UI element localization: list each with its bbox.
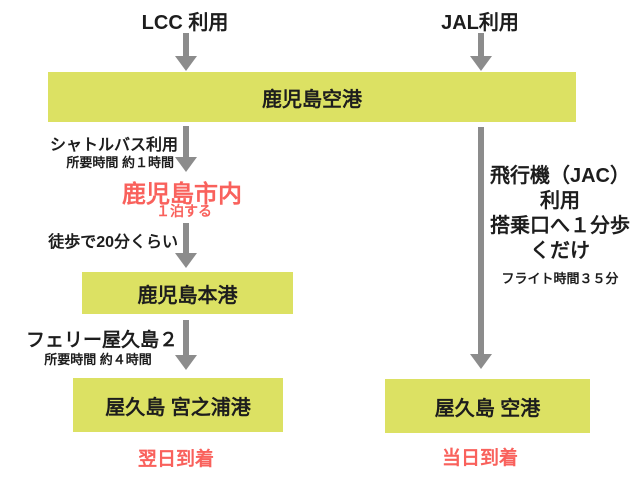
arrow-head-icon — [470, 354, 492, 369]
arrow-main-port-to-miyanoura — [175, 320, 197, 370]
arrow-head-icon — [175, 253, 197, 268]
arrow-head-icon — [175, 56, 197, 71]
node-yakushima-airport-label: 屋久島 空港 — [434, 397, 541, 420]
flight-duration: フライト時間３５分 — [501, 271, 619, 286]
arrow-lcc-to-kagoshima-airport — [175, 33, 197, 71]
flight-line-2: 利用 — [540, 190, 580, 212]
ferry-duration: 所要時間 約４時間 — [44, 352, 152, 367]
arrow-head-icon — [175, 157, 197, 172]
jal-arrival-note: 当日到着 — [441, 448, 518, 469]
arrow-shaft — [478, 33, 484, 57]
ferry-label: フェリー屋久島２ — [25, 330, 178, 351]
arrow-jal-to-kagoshima-airport — [470, 33, 492, 71]
node-miyanoura-port-label: 屋久島 宮之浦港 — [105, 396, 251, 419]
node-kagoshima-airport-label: 鹿児島空港 — [262, 88, 362, 111]
lcc-arrival-note: 翌日到着 — [137, 449, 214, 470]
node-yakushima-airport: 屋久島 空港 — [385, 379, 590, 433]
flight-line-1: 飛行機（JAC） — [489, 165, 630, 187]
arrow-head-icon — [470, 56, 492, 71]
jal-route-header: JAL利用 — [441, 12, 519, 34]
arrow-shaft — [183, 320, 189, 356]
walk-label: 徒歩で20分くらい — [48, 234, 178, 251]
kagoshima-city-stop: 鹿児島市内 — [122, 181, 242, 208]
arrow-shaft — [183, 33, 189, 57]
arrow-airport-to-city — [175, 126, 197, 172]
arrow-shaft — [183, 126, 189, 158]
shuttle-bus-duration: 所要時間 約１時間 — [66, 155, 174, 170]
flight-line-4: くだけ — [530, 240, 590, 262]
shuttle-bus-label: シャトルバス利用 — [49, 137, 178, 154]
node-kagoshima-main-port-label: 鹿児島本港 — [137, 284, 238, 307]
flight-line-3: 搭乗口へ１分歩 — [490, 215, 630, 237]
arrow-airport-to-yakushima-airport — [470, 127, 492, 369]
arrow-shaft — [478, 127, 484, 355]
node-kagoshima-airport: 鹿児島空港 — [48, 72, 576, 122]
node-miyanoura-port: 屋久島 宮之浦港 — [73, 378, 283, 432]
flight-description: 飛行機（JAC） 利用 搭乗口へ１分歩 くだけ フライト時間３５分 — [480, 164, 640, 287]
arrow-city-to-main-port — [175, 223, 197, 268]
arrow-shaft — [183, 223, 189, 254]
arrow-head-icon — [175, 355, 197, 370]
overnight-stay-note: １泊する — [156, 203, 212, 219]
lcc-route-header: LCC 利用 — [141, 12, 229, 34]
node-kagoshima-main-port: 鹿児島本港 — [82, 272, 293, 314]
